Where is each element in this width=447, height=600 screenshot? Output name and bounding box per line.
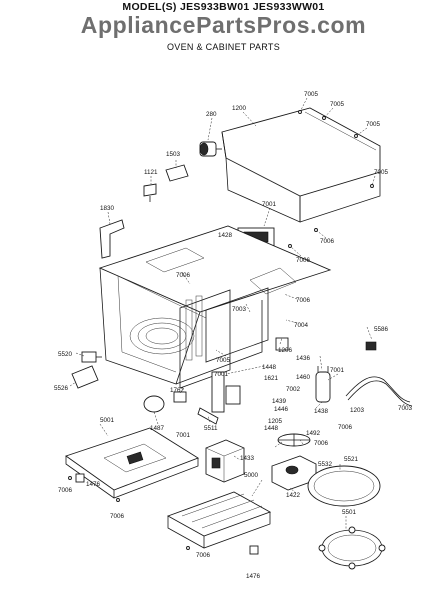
base-plate-part [65, 427, 200, 499]
roller-ring-part [307, 465, 381, 507]
callout-label: 1206 [278, 347, 293, 354]
callout-labels: 7005 7005 7005 7005 1200 280 1503 1121 7… [54, 91, 413, 580]
callout-label: 1433 [240, 455, 255, 462]
callout-label: 5521 [344, 456, 359, 463]
callout-label: 7006 [176, 272, 191, 279]
callout-label: 7005 [216, 357, 231, 364]
magnetron-part [205, 439, 245, 483]
outer-cabinet-part [221, 107, 381, 223]
callout-label: 7006 [320, 238, 335, 245]
callout-label: 7003 [398, 405, 413, 412]
foot-part [249, 545, 259, 555]
callout-label: 1830 [100, 205, 115, 212]
screw-markers [68, 110, 374, 550]
latch-part [81, 351, 102, 363]
callout-label: 7006 [338, 424, 353, 431]
callout-label: 1446 [274, 406, 289, 413]
callout-label: 280 [206, 111, 217, 118]
callout-label: 5586 [374, 326, 389, 333]
callout-label: 1487 [150, 425, 165, 432]
callout-label: 5000 [244, 472, 259, 479]
callout-label: 7004 [294, 322, 309, 329]
cover-plate-part [165, 164, 189, 182]
callout-label: 1492 [306, 430, 321, 437]
pad-part [71, 365, 99, 389]
callout-label: 1448 [264, 425, 279, 432]
diagram-subtitle: OVEN & CABINET PARTS [166, 42, 281, 52]
model-title: MODEL(S) JES933BW01 JES933WW01 [122, 1, 325, 13]
callout-label: 1438 [314, 408, 329, 415]
callout-label: 1200 [232, 105, 247, 112]
turntable-motor-part [143, 391, 187, 413]
leader-lines [69, 97, 407, 530]
callout-label: 5511 [204, 425, 218, 432]
bracket-part [99, 219, 125, 259]
watermark: AppliancePartsPros.com [80, 12, 367, 38]
callout-label: 7006 [196, 552, 211, 559]
callout-label: 7006 [58, 487, 73, 494]
callout-label: 7001 [176, 432, 191, 439]
foot-part [75, 473, 85, 483]
clip-part [143, 183, 157, 202]
lever-part [197, 407, 219, 425]
callout-label: 1436 [296, 355, 311, 362]
callout-label: 7006 [296, 257, 311, 264]
callout-label: 7006 [314, 440, 329, 447]
callout-label: 1203 [350, 407, 365, 414]
callout-label: 7006 [110, 513, 125, 520]
callout-label: 7003 [232, 306, 247, 313]
callout-label: 7006 [296, 297, 311, 304]
callout-label: 1121 [144, 169, 158, 176]
callout-label: 5520 [58, 351, 73, 358]
oven-cavity-part [98, 225, 332, 389]
callout-label: 1205 [268, 418, 283, 425]
callout-label: 7005 [374, 169, 389, 176]
callout-label: 7001 [214, 371, 229, 378]
callout-label: 5532 [318, 461, 333, 468]
callout-label: 7005 [330, 101, 345, 108]
callout-label: 1428 [218, 232, 233, 239]
callout-label: 7001 [330, 367, 345, 374]
power-cord-part [345, 376, 413, 407]
callout-label: 1476 [86, 481, 101, 488]
fuse-part [365, 341, 377, 351]
callout-label: 1762 [170, 387, 185, 394]
callout-label: 7001 [262, 201, 277, 208]
callout-label: 7005 [366, 121, 381, 128]
switch-assembly-part [211, 337, 289, 413]
callout-label: 5526 [54, 385, 69, 392]
callout-label: 7005 [304, 91, 319, 98]
turntable-support-part [318, 526, 386, 570]
callout-label: 5001 [100, 417, 115, 424]
callout-label: 1448 [262, 364, 277, 371]
bottom-plate-part [166, 491, 272, 549]
callout-label: 7002 [286, 386, 301, 393]
callout-label: 1621 [264, 375, 279, 382]
fan-motor-part [199, 141, 222, 157]
capacitor-part [315, 366, 331, 403]
callout-label: 1439 [272, 398, 287, 405]
callout-label: 1503 [166, 151, 181, 158]
callout-label: 1476 [246, 573, 261, 580]
callout-label: 1422 [286, 492, 301, 499]
callout-label: 5501 [342, 509, 357, 516]
callout-label: 1460 [296, 374, 311, 381]
